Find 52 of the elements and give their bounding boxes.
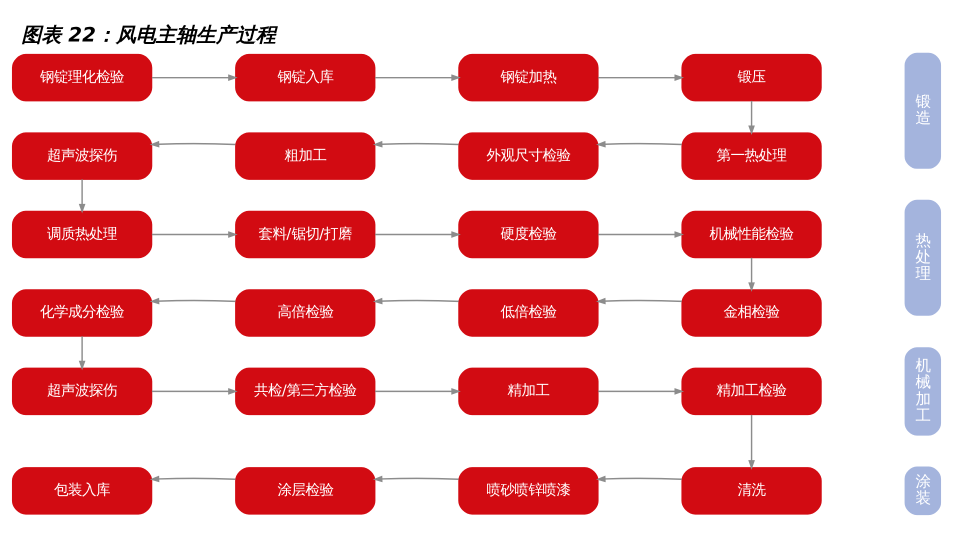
arrow — [596, 475, 682, 482]
node-box: 涂装 — [904, 466, 942, 515]
node-box: 粗加工 — [235, 132, 376, 180]
node-box: 精加工检验 — [681, 367, 822, 415]
node-box: 热处理 — [904, 199, 942, 316]
diagram-title: 图表 22：风电主轴生产过程 — [21, 23, 276, 46]
arrow — [375, 74, 461, 80]
arrow — [748, 414, 755, 470]
arrow — [372, 475, 459, 482]
arrow — [152, 230, 238, 238]
arrow — [596, 140, 682, 148]
arrow — [150, 297, 236, 304]
arrow — [152, 74, 238, 80]
node-box: 钢锭入库 — [235, 53, 376, 101]
node-box: 外观尺寸检验 — [458, 132, 599, 180]
arrow — [748, 257, 755, 292]
arrow — [372, 297, 459, 304]
arrow — [152, 388, 238, 394]
arrow — [598, 74, 684, 80]
arrow — [598, 388, 684, 394]
node-box: 包装入库 — [12, 466, 152, 514]
node-box: 超声波探伤 — [12, 367, 152, 415]
arrow — [596, 297, 682, 304]
node-box: 锻造 — [904, 52, 942, 168]
node-box: 钢锭理化检验 — [12, 53, 152, 101]
node-box: 高倍检验 — [235, 288, 376, 336]
arrow — [150, 140, 236, 148]
node-box: 清洗 — [681, 466, 822, 514]
node-box: 超声波探伤 — [12, 132, 152, 180]
node-box: 喷砂喷锌喷漆 — [458, 466, 599, 514]
arrow — [78, 178, 86, 213]
node-box: 金相检验 — [681, 288, 822, 336]
arrow — [375, 388, 461, 394]
node-box: 套料/锯切/打磨 — [235, 210, 376, 258]
node-box: 机械性能检验 — [681, 210, 822, 258]
node-box: 机械加工 — [904, 346, 942, 436]
arrow — [598, 230, 684, 238]
arrow — [748, 100, 755, 134]
node-box: 低倍检验 — [458, 288, 599, 336]
node-box: 共检/第三方检验 — [235, 367, 376, 415]
node-box: 硬度检验 — [458, 210, 599, 258]
node-box: 调质热处理 — [12, 210, 152, 258]
arrow — [150, 475, 236, 482]
node-box: 钢锭加热 — [458, 53, 599, 101]
node-box: 涂层检验 — [235, 466, 376, 514]
arrow — [372, 140, 459, 148]
arrow — [375, 230, 461, 238]
node-box: 锻压 — [681, 53, 822, 101]
arrow — [78, 336, 86, 370]
node-box: 化学成分检验 — [12, 288, 152, 336]
node-box: 精加工 — [458, 367, 599, 415]
node-box: 第一热处理 — [681, 132, 822, 180]
